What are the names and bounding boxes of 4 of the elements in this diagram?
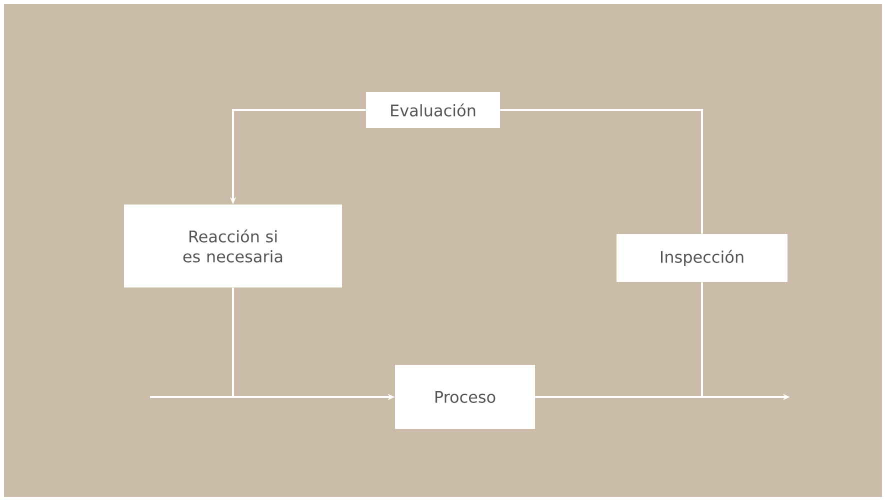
process-box: Evaluación: [366, 92, 500, 128]
process-box: Reacción si es necesaria: [124, 204, 342, 288]
process-box: Proceso: [395, 365, 535, 429]
process-box: Inspección: [616, 234, 788, 282]
